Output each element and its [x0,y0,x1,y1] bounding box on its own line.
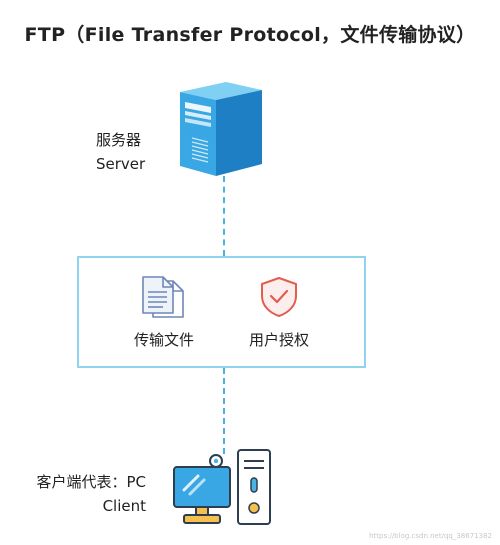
ftp-functions-box [77,256,366,368]
server-label-cn: 服务器 [96,131,142,149]
client-label-en: Client [102,497,146,515]
server-label: 服务器 Server [96,128,145,176]
server-icon [180,82,262,176]
monitor-icon [173,454,231,524]
document-icon [142,276,184,318]
client-label-cn: 客户端代表：PC [36,473,146,491]
connector-box-client [223,368,225,454]
watermark: https://blog.csdn.net/qq_38671382 [369,532,492,540]
user-authorization-label: 用户授权 [249,331,310,349]
tower-icon [237,449,271,525]
server-label-en: Server [96,155,146,173]
client-label: 客户端代表：PC Client [28,470,146,518]
connector-server-box [223,176,225,256]
transfer-files-label: 传输文件 [134,331,195,349]
shield-check-icon [261,277,297,317]
diagram-title: FTP（File Transfer Protocol，文件传输协议） [24,24,476,46]
